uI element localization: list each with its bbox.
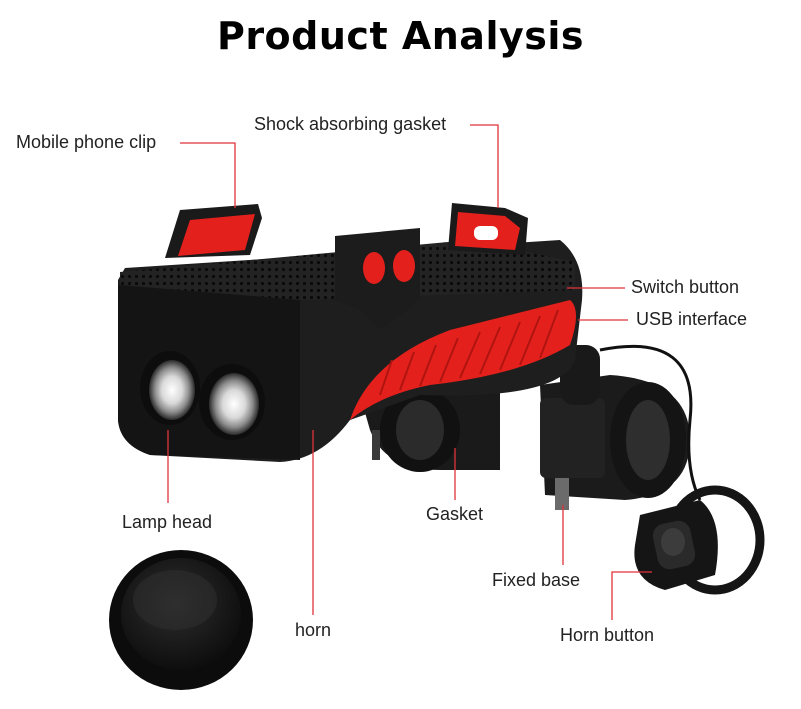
horn-disk [109,550,253,690]
bar-clamp [360,345,690,510]
label-switch-button: Switch button [631,277,740,297]
phone-clip-left [165,204,262,258]
label-fixed-base: Fixed base [492,570,581,590]
label-gasket: Gasket [426,504,484,524]
label-horn-button: Horn button [560,625,655,645]
page-title: Product Analysis [216,14,585,58]
leader-mobile-phone-clip [180,142,236,208]
phone-clip-right [448,203,528,255]
leader-shock-absorbing-gasket [470,124,499,208]
horn-button-remote [599,344,765,595]
label-shock-absorbing-gasket: Shock absorbing gasket [254,114,447,134]
lamp-head-left [140,351,200,425]
lamp-head-right [199,364,265,440]
leader-lines [167,124,652,620]
shock-absorbing-strap [335,228,420,330]
label-usb-interface: USB interface [636,309,748,329]
label-horn: horn [295,620,332,640]
label-mobile-phone-clip: Mobile phone clip [16,132,157,152]
label-lamp-head: Lamp head [122,512,213,532]
leader-horn-button [611,571,652,620]
